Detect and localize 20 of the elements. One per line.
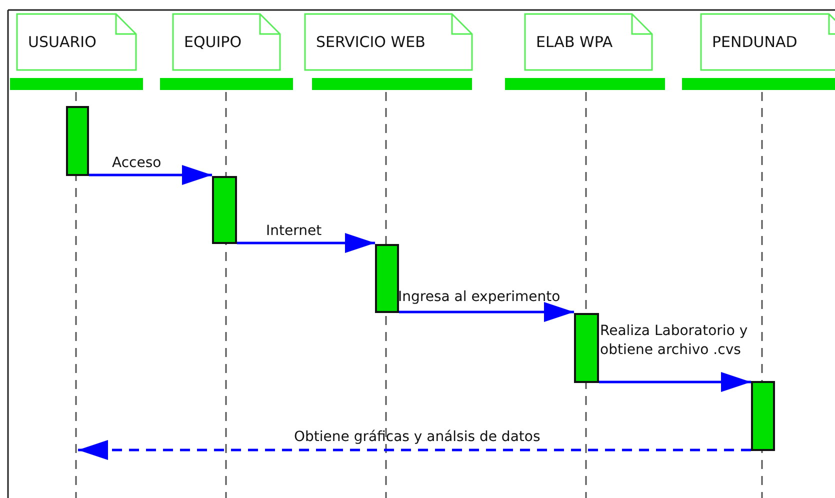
participant-note: USUARIO [16,13,137,71]
participant-note: PENDUNAD [700,13,835,71]
activation-bar [574,313,599,383]
arrow [599,372,751,392]
activation-bar [212,176,237,244]
arrow [237,233,375,253]
arrow [89,165,212,185]
activation-bar [751,381,775,451]
participant-note: SERVICIO WEB [304,13,473,71]
edge-label: Ingresa al experimento [398,288,560,307]
activation-bar [66,106,89,176]
edge-label: Internet [266,222,322,241]
participant-note: EQUIPO [172,13,281,71]
edge-label: Realiza Laboratorio y obtiene archivo .cvs [600,322,749,360]
arrow [78,440,751,460]
activation-bar [375,244,399,313]
participant-note: ELAB WPA [524,13,653,71]
edge-label: Acceso [112,154,162,173]
arrow [399,302,574,322]
edge-label: Obtiene gráficas y análsis de datos [294,428,540,447]
